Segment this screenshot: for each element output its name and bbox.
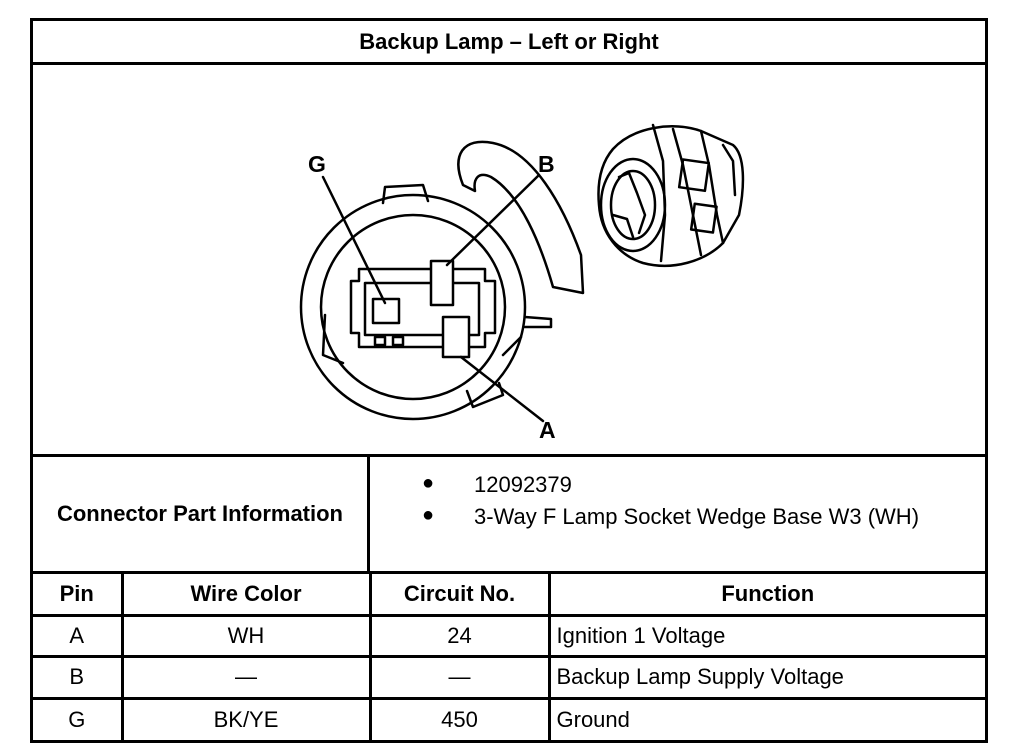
header-wire-color: Wire Color [122, 574, 372, 617]
callout-label-b: B [538, 151, 555, 177]
table-row: B — — Backup Lamp Supply Voltage [33, 656, 985, 700]
pin-table-header: Pin Wire Color Circuit No. Function [33, 574, 985, 617]
locking-tab-right [501, 335, 523, 357]
cell-wire-color: — [122, 656, 372, 700]
wire-lead [457, 140, 585, 295]
connector-part-info-label: Connector Part Information [33, 457, 370, 571]
socket-inner-ring [319, 213, 507, 401]
cell-pin: G [33, 698, 124, 740]
header-function: Function [549, 574, 985, 617]
page-title: Backup Lamp – Left or Right [33, 21, 985, 65]
bullet-icon: ● [422, 472, 435, 494]
header-circuit: Circuit No. [370, 574, 551, 617]
contact-b [429, 259, 455, 307]
part-description: 3-Way F Lamp Socket Wedge Base W3 (WH) [474, 504, 920, 529]
callout-label-a: A [539, 417, 556, 443]
cell-function: Backup Lamp Supply Voltage [549, 656, 985, 700]
contact-slot-left [373, 335, 387, 347]
connector-part-info-list: ● 12092379 ● 3-Way F Lamp Socket Wedge B… [370, 457, 985, 571]
leader-line-a [459, 355, 545, 423]
lamp-socket-body [597, 123, 745, 267]
connector-sheet: Backup Lamp – Left or Right [30, 18, 988, 743]
bullet-icon: ● [422, 504, 435, 526]
connector-part-info: Connector Part Information ● 12092379 ● … [33, 457, 985, 574]
pin-table: Pin Wire Color Circuit No. Function A WH… [33, 574, 985, 740]
leader-line-b [445, 173, 541, 267]
table-row: G BK/YE 450 Ground [33, 698, 985, 740]
cell-pin: B [33, 656, 124, 700]
table-row: A WH 24 Ignition 1 Voltage [33, 615, 985, 659]
cell-pin: A [33, 615, 124, 659]
connector-figure: G B A [33, 65, 985, 457]
lamp-socket-drawing [299, 123, 745, 423]
part-number: 12092379 [474, 472, 572, 497]
callout-label-g: G [308, 151, 326, 177]
contact-slot-mid [391, 335, 405, 347]
socket-stub [523, 315, 553, 329]
locking-tab-top [381, 183, 430, 205]
cell-function: Ground [556, 706, 630, 732]
cell-circuit: 450 [370, 698, 551, 740]
cell-circuit: 24 [370, 615, 551, 659]
cell-circuit: — [370, 656, 551, 700]
cell-wire-color: BK/YE [122, 698, 372, 740]
cell-function: Ignition 1 Voltage [549, 615, 985, 659]
contact-a [441, 315, 471, 359]
header-pin: Pin [33, 574, 124, 617]
leader-line-g [321, 175, 387, 305]
locking-tab-left [321, 313, 345, 365]
cell-wire-color: WH [122, 615, 372, 659]
